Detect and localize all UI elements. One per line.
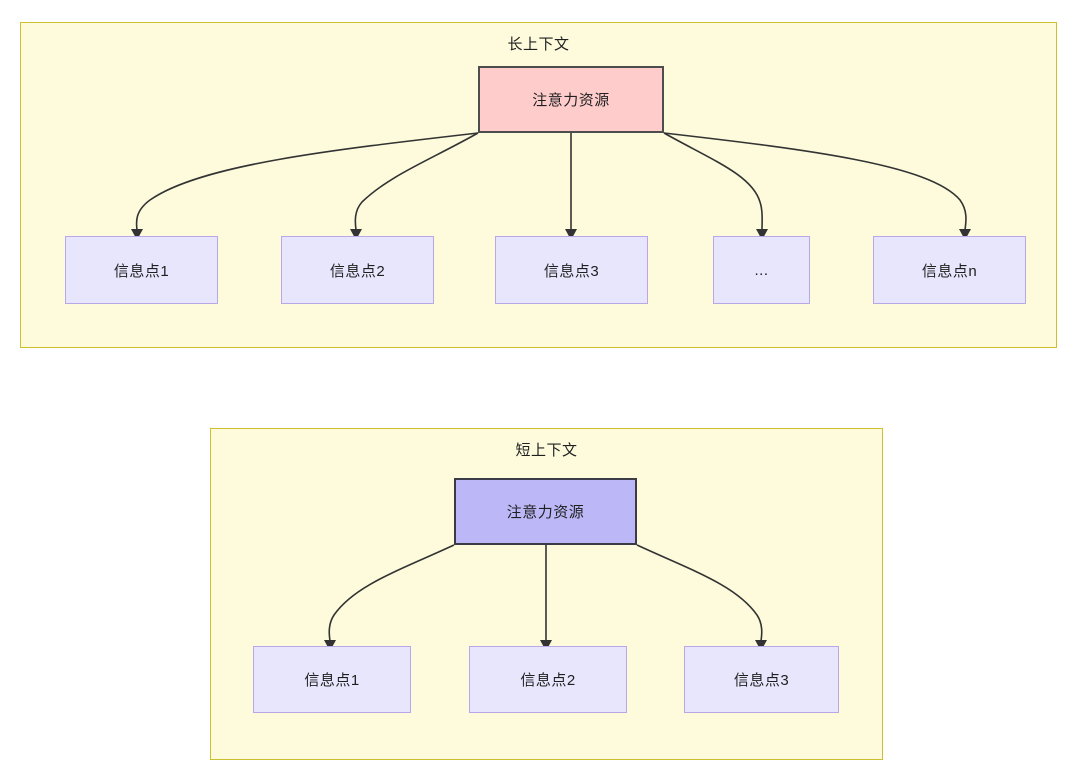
node-info-point-long-2-label: 信息点2: [329, 262, 386, 280]
node-info-point-long-ellipsis[interactable]: ...: [713, 236, 810, 304]
node-info-point-long-ellipsis-label: ...: [754, 261, 769, 279]
node-info-point-long-n[interactable]: 信息点n: [873, 236, 1026, 304]
group-long-context-title: 长上下文: [507, 36, 570, 53]
node-info-point-long-2[interactable]: 信息点2: [281, 236, 434, 304]
node-attention-resource-long[interactable]: 注意力资源: [478, 66, 664, 133]
group-short-context-title: 短上下文: [515, 442, 578, 459]
node-info-point-long-1[interactable]: 信息点1: [65, 236, 218, 304]
node-attention-resource-short-label: 注意力资源: [506, 504, 585, 521]
node-info-point-long-n-label: 信息点n: [921, 262, 978, 280]
node-info-point-long-3-label: 信息点3: [543, 262, 600, 280]
node-info-point-short-3-label: 信息点3: [733, 672, 790, 689]
node-info-point-short-1-label: 信息点1: [304, 672, 360, 689]
node-info-point-long-3[interactable]: 信息点3: [495, 236, 648, 304]
node-info-point-long-1-label: 信息点1: [113, 262, 170, 280]
node-info-point-short-1[interactable]: 信息点1: [253, 646, 411, 713]
node-info-point-short-2-label: 信息点2: [520, 672, 576, 689]
node-info-point-short-2[interactable]: 信息点2: [469, 646, 627, 713]
node-attention-resource-short[interactable]: 注意力资源: [454, 478, 637, 545]
node-info-point-short-3[interactable]: 信息点3: [684, 646, 839, 713]
node-attention-resource-long-label: 注意力资源: [532, 92, 610, 109]
